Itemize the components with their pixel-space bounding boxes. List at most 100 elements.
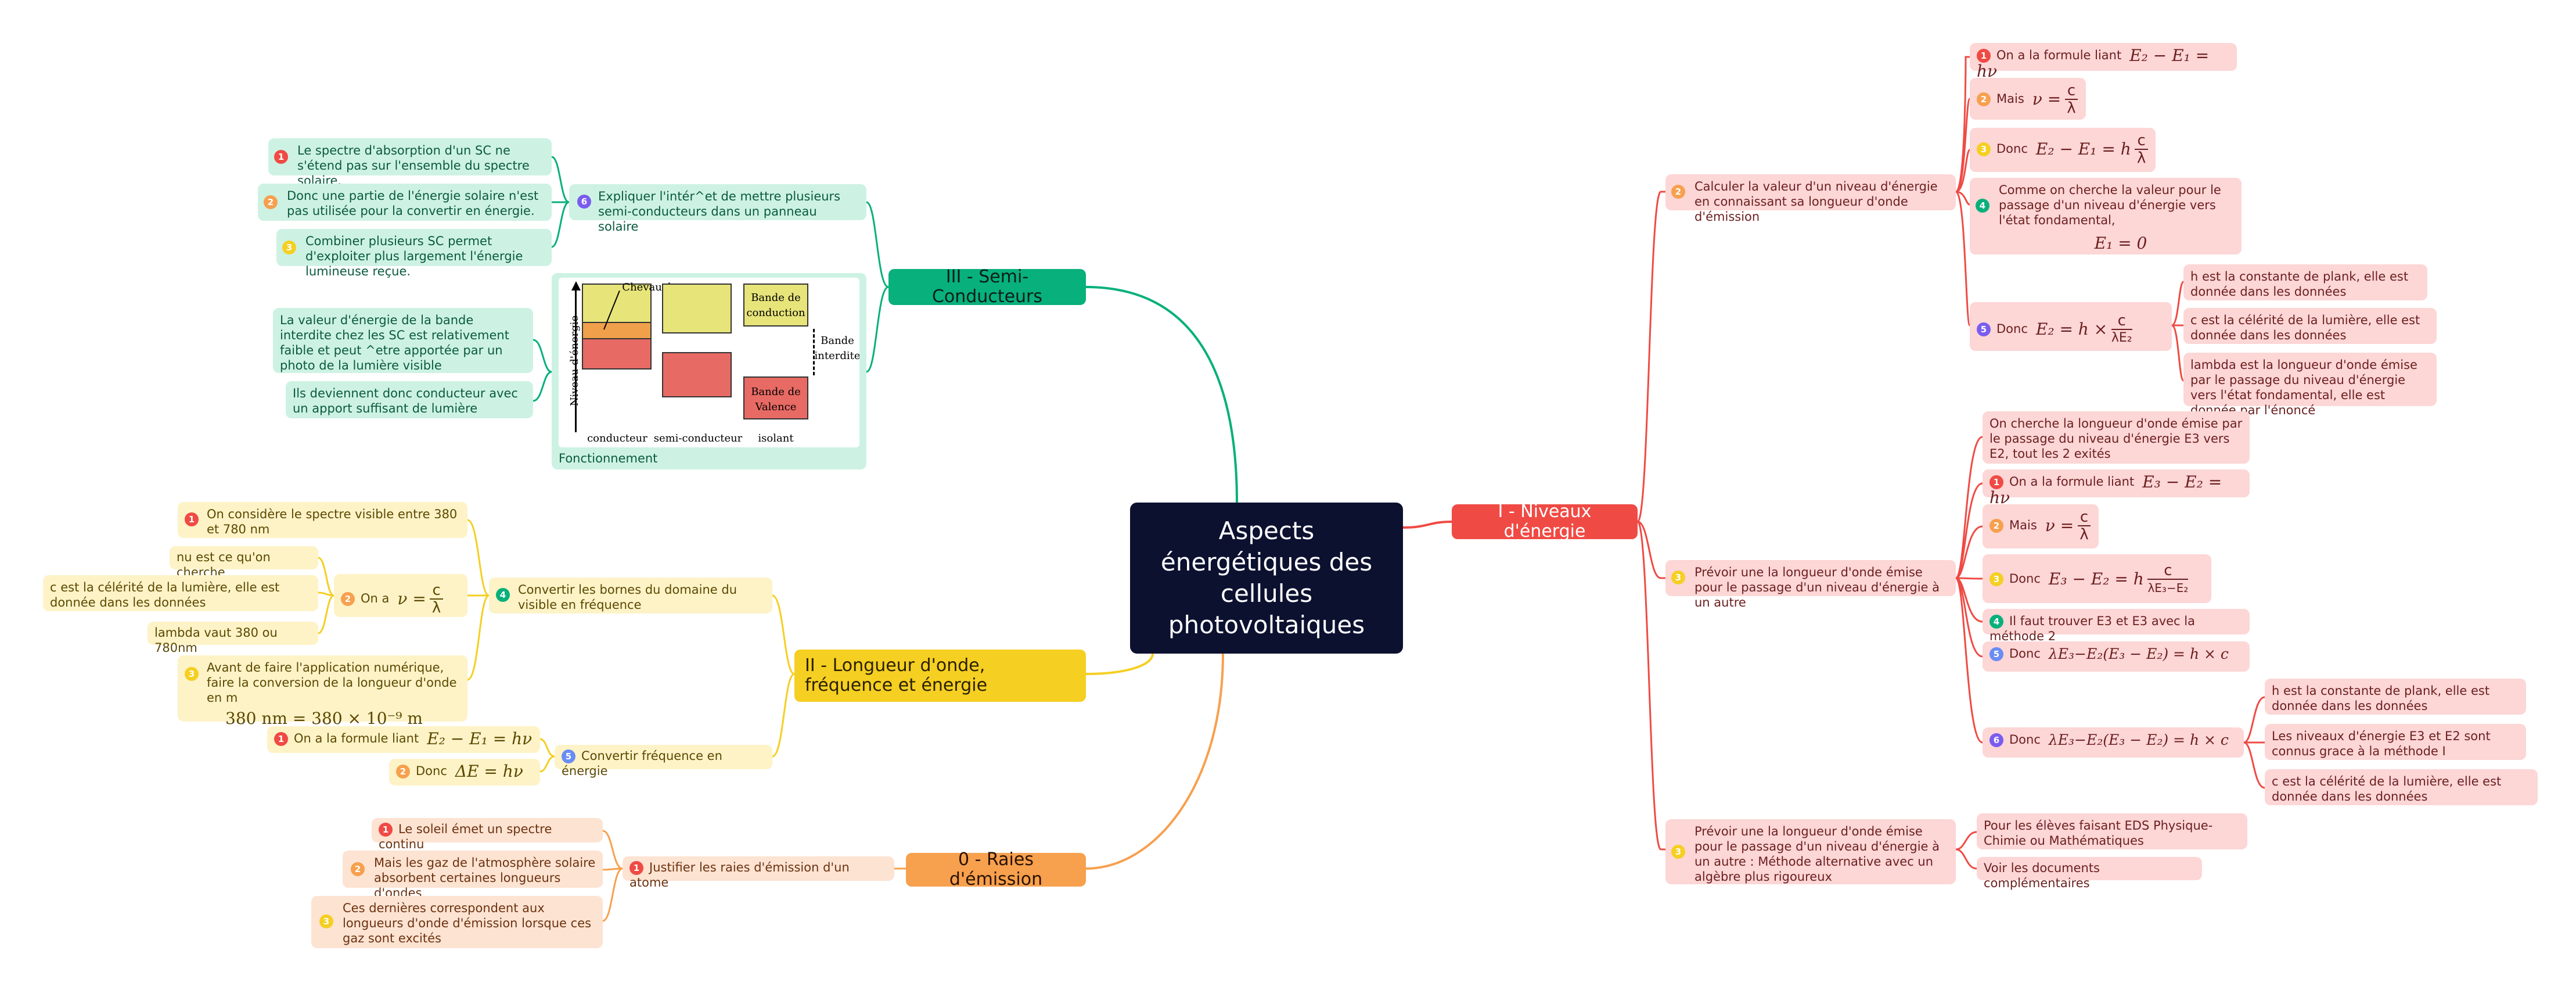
- topic-label: Justifier les raies d'émission d'un atom…: [629, 860, 850, 889]
- fonctionnement-note-2[interactable]: Ils deviennent donc conducteur avec un a…: [286, 381, 533, 418]
- step-text: Donc: [1996, 142, 2028, 156]
- number-badge: 4: [1976, 199, 1989, 213]
- prevoir-note-levels[interactable]: Les niveaux d'énergie E3 et E2 sont conn…: [2265, 724, 2526, 760]
- axis-arrow-icon: [571, 281, 581, 290]
- number-badge: 1: [379, 823, 393, 837]
- number-badge: 6: [1989, 733, 2003, 747]
- number-badge: 1: [274, 732, 288, 746]
- formula: E₂ = h ×: [2035, 320, 2108, 339]
- bornes-note-nu[interactable]: nu est ce qu'on cherche: [170, 546, 318, 579]
- bornes-note-c[interactable]: c est la célérité de la lumière, elle es…: [43, 575, 318, 611]
- number-badge: 1: [274, 150, 288, 164]
- number-badge: 2: [341, 592, 355, 606]
- topic-convertir-bornes[interactable]: 4 Convertir les bornes du domaine du vis…: [489, 578, 772, 614]
- prevoir-note-c[interactable]: c est la célérité de la lumière, elle es…: [2265, 769, 2538, 805]
- topic-label: Expliquer l'intér^et de mettre plusieurs…: [598, 189, 841, 234]
- number-badge: 5: [1989, 647, 2003, 661]
- prevoir-note-h[interactable]: h est la constante de plank, elle est do…: [2265, 679, 2526, 715]
- alt-note-docs[interactable]: Voir les documents complémentaires: [1977, 857, 2202, 890]
- formula: ΔE = hν: [455, 762, 523, 781]
- conductor-valence-band: [582, 338, 652, 370]
- topic-expliquer-sc[interactable]: 6 Expliquer l'intér^et de mettre plusieu…: [569, 184, 866, 234]
- branch-longueur-onde[interactable]: II - Longueur d'onde, fréquence et énerg…: [794, 650, 1086, 702]
- calc-step-4[interactable]: 4 Comme on cherche la valeur pour le pas…: [1970, 178, 2242, 254]
- fonctionnement-note-1[interactable]: La valeur d'énergie de la bande interdit…: [273, 308, 533, 373]
- number-badge: 3: [1977, 142, 1991, 156]
- number-badge: 2: [351, 862, 365, 876]
- number-badge: 3: [1671, 571, 1685, 584]
- step-text: On a la formule liant: [1996, 48, 2122, 62]
- number-badge: 5: [562, 749, 575, 763]
- formula: ν =: [397, 589, 426, 608]
- central-topic[interactable]: Aspects énergétiques des cellules photov…: [1130, 503, 1403, 654]
- branch-niveaux-energie[interactable]: I - Niveaux d'énergie: [1452, 502, 1638, 541]
- calc-note-c[interactable]: c est la célérité de la lumière, elle es…: [2183, 308, 2437, 344]
- number-badge: 3: [185, 667, 199, 681]
- number-badge: 3: [1671, 845, 1685, 859]
- number-badge: 5: [1977, 322, 1991, 336]
- band-diagram: Niveau d'énergie Chevauchement Bande de …: [559, 278, 859, 447]
- branch-raies-emission[interactable]: 0 - Raies d'émission: [906, 850, 1086, 889]
- formula: 380 nm = 380 × 10⁻⁹ m: [225, 709, 423, 728]
- number-badge: 3: [1989, 572, 2003, 586]
- formula: E₁ = 0: [2094, 234, 2147, 253]
- calc-note-h[interactable]: h est la constante de plank, elle est do…: [2183, 264, 2427, 300]
- number-badge: 1: [629, 861, 643, 875]
- item-text: Combiner plusieurs SC permet d'exploiter…: [305, 234, 523, 278]
- column-label-conducteur: conducteur: [587, 432, 647, 444]
- step-text: Donc: [2009, 647, 2041, 661]
- prevoir-step-5[interactable]: 5 Donc λE₃−E₂(E₃ − E₂) = h × c: [1983, 641, 2250, 672]
- step-text: On a la formule liant: [2009, 475, 2135, 489]
- formula: ν =: [2045, 516, 2074, 535]
- fonctionnement-label: Fonctionnement: [559, 451, 658, 465]
- item-text: Le soleil émet un spectre continu: [379, 822, 552, 851]
- calc-note-lambda[interactable]: lambda est la longueur d'onde émise par …: [2183, 353, 2437, 417]
- conduction-band-label: Bande de conduction: [743, 284, 808, 327]
- bornes-step-3[interactable]: 3 Avant de faire l'application numérique…: [178, 655, 467, 727]
- formula: λE₃−E₂(E₃ − E₂) = h × c: [2048, 645, 2229, 662]
- formula: E₃ − E₂ = h: [2048, 569, 2144, 589]
- topic-label: Convertir les bornes du domaine du visib…: [518, 583, 737, 612]
- number-badge: 2: [1671, 185, 1685, 199]
- step-text: Mais: [2009, 518, 2037, 532]
- step-text: Donc: [2009, 572, 2041, 586]
- step-text: Donc: [1996, 322, 2028, 336]
- alt-note-eds[interactable]: Pour les élèves faisant EDS Physique-Chi…: [1977, 813, 2247, 849]
- number-badge: 2: [396, 765, 410, 779]
- topic-prevoir-alternative[interactable]: 3 Prévoir une la longueur d'onde émise p…: [1665, 819, 1956, 884]
- number-badge: 3: [319, 914, 333, 928]
- topic-fonctionnement[interactable]: Niveau d'énergie Chevauchement Bande de …: [552, 273, 866, 469]
- topic-calculer-niveau[interactable]: 2 Calculer la valeur d'un niveau d'énerg…: [1665, 174, 1956, 224]
- semi-conduction-band: [662, 284, 732, 333]
- bornes-note-lambda[interactable]: lambda vaut 380 ou 780nm: [147, 622, 318, 655]
- prevoir-intro[interactable]: On cherche la longueur d'onde émise par …: [1983, 411, 2250, 464]
- axis-label: Niveau d'énergie: [569, 315, 581, 407]
- branch-semi-conducteurs[interactable]: III - Semi-Conducteurs: [888, 267, 1086, 307]
- step-text: Il faut trouver E3 et E3 avec la méthode…: [1989, 614, 2195, 643]
- topic-prevoir-longueur[interactable]: 3 Prévoir une la longueur d'onde émise p…: [1665, 560, 1956, 609]
